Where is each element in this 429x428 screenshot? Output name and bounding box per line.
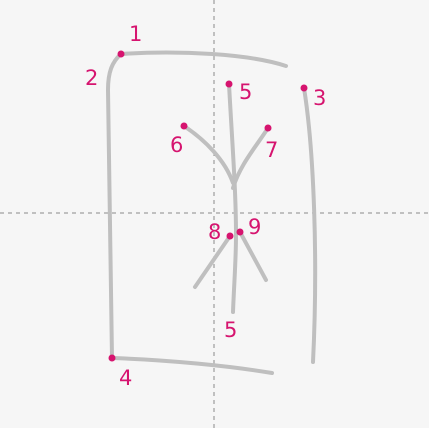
label-8: 8	[208, 220, 221, 244]
label-2: 2	[85, 66, 98, 90]
stroke-3-right-vertical	[302, 86, 318, 364]
start-dot-5	[225, 80, 233, 88]
label-4: 4	[119, 366, 132, 390]
stroke-1-top-horizontal	[119, 50, 288, 68]
label-5-bottom: 5	[224, 318, 237, 342]
label-1: 1	[129, 22, 142, 46]
start-dot-7	[264, 124, 272, 132]
stroke-8-lower-left-diagonal	[193, 234, 232, 289]
start-dot-1-2	[117, 50, 125, 58]
stroke-6-left-diagonal	[182, 124, 235, 185]
start-dot-9	[236, 228, 244, 236]
label-9: 9	[248, 215, 261, 239]
label-3: 3	[313, 86, 326, 110]
start-dot-3	[300, 84, 308, 92]
start-dot-4	[108, 354, 116, 362]
label-6: 6	[170, 133, 183, 157]
stroke-4-bottom-horizontal	[110, 356, 274, 375]
stroke-7-right-diagonal	[231, 126, 270, 190]
label-5-top: 5	[239, 80, 252, 104]
stroke-2-left-vertical	[106, 52, 123, 360]
label-7: 7	[265, 138, 278, 162]
stroke-9-lower-right-diagonal	[238, 230, 268, 282]
stroke-5-center-vertical	[227, 82, 238, 314]
start-dot-6	[180, 122, 188, 130]
start-dot-8	[226, 232, 234, 240]
